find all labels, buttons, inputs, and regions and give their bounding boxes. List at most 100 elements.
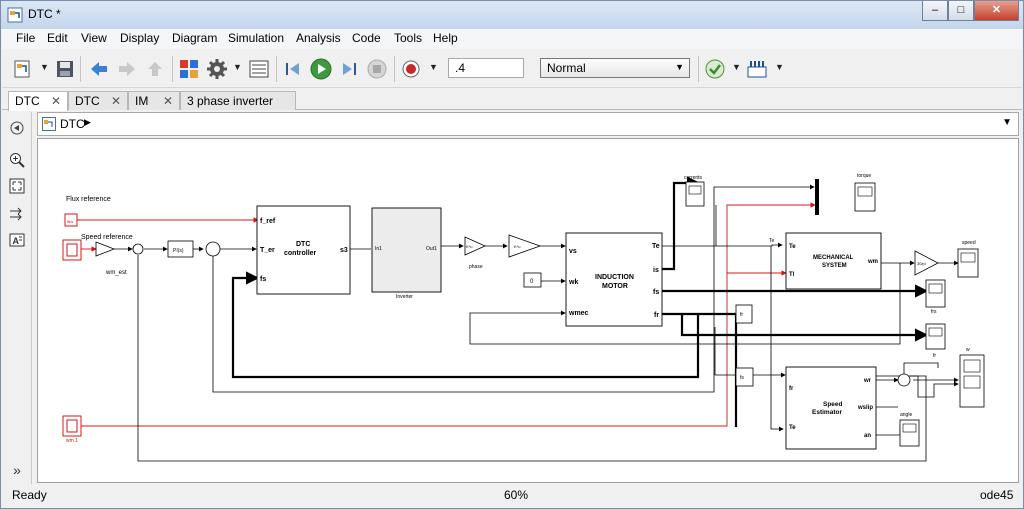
toolbar-separator (276, 56, 277, 82)
new-model-icon[interactable] (12, 58, 34, 80)
fit-to-view-icon[interactable] (9, 178, 25, 194)
fs-goto-block[interactable]: fs (735, 367, 754, 387)
tab-im[interactable]: IM ✕ (128, 91, 180, 110)
speed-reference-source[interactable] (62, 239, 82, 261)
speed-estimator-block[interactable]: fr Te wr wslip an Speed Estimator (785, 366, 877, 450)
forward-icon[interactable] (116, 58, 138, 80)
up-icon[interactable] (144, 58, 166, 80)
close-tab-icon[interactable]: ✕ (50, 94, 61, 108)
bus-lines (231, 176, 929, 427)
minimize-button[interactable]: – (922, 1, 948, 21)
speed-error-sum[interactable] (132, 243, 144, 255)
speed-scope[interactable]: speed (957, 240, 979, 278)
dtc-port-t-er: T_er (260, 247, 275, 254)
close-tab-icon[interactable]: ✕ (162, 94, 173, 108)
hide-browser-icon[interactable] (9, 120, 25, 136)
menu-analysis[interactable]: Analysis (296, 31, 341, 45)
phase-gain-value: K*u (466, 244, 472, 249)
build-dropdown-icon[interactable]: ▼ (775, 62, 784, 72)
menu-help[interactable]: Help (433, 31, 458, 45)
simulation-mode-value: Normal (547, 61, 586, 75)
flux-reference-label: Flux reference (66, 196, 111, 203)
fr-goto-block[interactable]: fr (735, 304, 753, 324)
flux-reference-constant[interactable]: fies (64, 213, 78, 227)
model-explorer-icon[interactable] (248, 58, 270, 80)
record-dropdown-icon[interactable]: ▼ (429, 62, 438, 72)
w-scope-label: w (966, 347, 970, 353)
model-canvas[interactable]: Flux reference Speed reference fies wm_e… (37, 138, 1019, 483)
breadcrumb-arrow-icon[interactable]: ▶ (84, 117, 91, 127)
mechanical-system-block[interactable]: Te Te Tl wm MECHANICAL SYSTEM (769, 232, 882, 290)
maximize-button[interactable]: □ (948, 1, 974, 21)
model-browser-breadcrumb[interactable]: DTC ▶ ▼ (37, 112, 1019, 136)
fr-block-label: fr (740, 312, 743, 318)
expand-palette-icon[interactable]: » (13, 462, 21, 478)
currents-scope[interactable]: currents (684, 175, 705, 207)
menu-view[interactable]: View (81, 31, 107, 45)
angle-scope[interactable]: angle (899, 412, 920, 447)
inverter-subsystem[interactable]: In1 Out1 Inverter (371, 207, 442, 300)
mech-title-1: MECHANICAL (813, 255, 854, 261)
toolbar-separator (698, 56, 699, 82)
back-icon[interactable] (88, 58, 110, 80)
step-forward-icon[interactable] (338, 58, 360, 80)
speed-gain-block[interactable] (95, 241, 116, 257)
phase-gain-block[interactable]: K*u phase (464, 236, 486, 270)
fr-scope-label: fr (933, 353, 936, 359)
save-icon[interactable] (54, 58, 76, 80)
breadcrumb-dropdown-icon[interactable]: ▼ (1002, 117, 1012, 128)
model-advisor-check-icon[interactable] (704, 58, 726, 80)
inverter-label: Inverter (396, 294, 413, 300)
simulink-model-icon (7, 7, 23, 23)
torque-mux-bar[interactable] (815, 179, 819, 215)
menu-simulation[interactable]: Simulation (228, 31, 285, 45)
close-tab-icon[interactable]: ✕ (110, 94, 121, 108)
advisor-dropdown-icon[interactable]: ▼ (732, 62, 741, 72)
dtc-controller-block[interactable]: f_ref T_er fs s3 DTC controller (256, 205, 351, 295)
menu-file[interactable]: File (16, 31, 36, 45)
reference-signal-lines (77, 202, 816, 427)
arrow-connect-icon[interactable] (9, 206, 25, 222)
zoom-in-icon[interactable] (9, 152, 25, 168)
estimator-title-2: Estimator (812, 409, 842, 416)
breadcrumb-path[interactable]: DTC (60, 117, 85, 131)
zero-constant-block[interactable]: 0 (523, 272, 542, 288)
voltage-gain-block[interactable]: K*u (508, 234, 542, 258)
fr-scope[interactable]: fr (925, 323, 946, 359)
menu-diagram[interactable]: Diagram (172, 31, 218, 45)
est-port-fr: fr (789, 386, 794, 392)
rad-to-rpm-gain[interactable]: 30/pi (914, 250, 939, 276)
model-config-gear-icon[interactable] (206, 58, 228, 80)
record-icon[interactable] (400, 58, 422, 80)
library-browser-icon[interactable] (178, 58, 200, 80)
torque-error-sum[interactable] (205, 241, 221, 257)
torque-scope[interactable]: torque (854, 173, 876, 212)
simulation-mode-select[interactable]: Normal ▼ (540, 58, 690, 78)
tab-dtc-active[interactable]: DTC ✕ (8, 91, 68, 111)
menu-edit[interactable]: Edit (47, 31, 68, 45)
build-model-icon[interactable] (746, 58, 768, 80)
stop-icon[interactable] (366, 58, 388, 80)
config-dropdown-icon[interactable]: ▼ (233, 62, 242, 72)
wm1-source[interactable]: wm 1 (62, 415, 82, 444)
menu-code[interactable]: Code (352, 31, 381, 45)
pi-controller-block[interactable]: PI(s) (167, 240, 194, 258)
w-scope[interactable]: w (959, 347, 985, 408)
induction-motor-block[interactable]: vs wk wmec Te is fs fr INDUCTION MOTOR (565, 232, 663, 327)
annotation-icon[interactable]: A (9, 232, 25, 248)
new-dropdown-icon[interactable]: ▼ (40, 62, 49, 72)
slip-sum[interactable] (897, 373, 911, 387)
step-back-icon[interactable] (282, 58, 304, 80)
dtc-port-s3: s3 (340, 247, 348, 254)
frs-scope[interactable]: frs (925, 279, 946, 315)
stop-time-input[interactable]: .4 (448, 58, 524, 78)
toolbar-separator (80, 56, 81, 82)
voltage-gain-value: K*u (514, 244, 520, 249)
tab-dtc[interactable]: DTC ✕ (68, 91, 128, 110)
tab-3-phase-inverter[interactable]: 3 phase inverter (180, 91, 296, 110)
close-button[interactable]: ✕ (974, 1, 1019, 21)
run-icon[interactable] (310, 58, 332, 80)
inverter-in-port: In1 (375, 246, 382, 252)
menu-tools[interactable]: Tools (394, 31, 423, 45)
menu-display[interactable]: Display (120, 31, 160, 45)
